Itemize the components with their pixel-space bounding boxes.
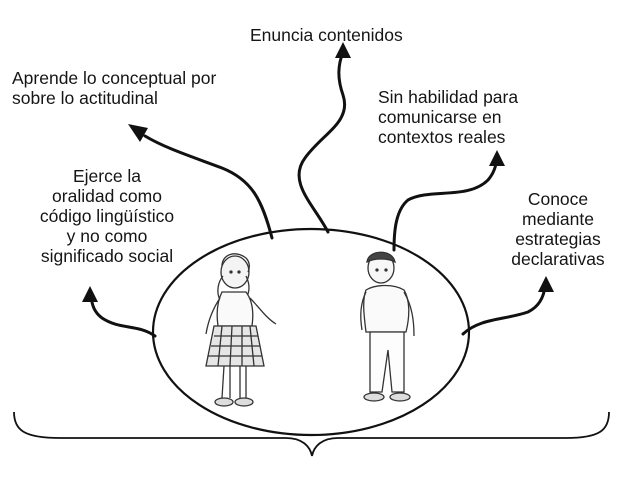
label-enuncia-contenidos: Enuncia contenidos <box>250 25 403 45</box>
arrow-conoce <box>461 284 547 336</box>
arrow-habilidad <box>392 156 499 252</box>
label-line: Aprende lo conceptual por <box>12 68 217 88</box>
arrow-aprende <box>143 134 274 240</box>
label-conoce-estrategias: Conoce mediante estrategias declarativas <box>500 189 616 269</box>
arrow-enuncia <box>297 50 347 234</box>
arrowhead-enuncia <box>335 42 351 58</box>
label-line: Conoce <box>527 189 589 209</box>
arrowhead-aprende <box>128 124 148 142</box>
label-line: mediante <box>522 209 594 229</box>
bottom-brace <box>13 411 610 457</box>
label-line: significado social <box>40 246 174 266</box>
arrowhead-conoce <box>538 276 554 292</box>
arrow-ejerce <box>89 294 157 338</box>
label-sin-habilidad: Sin habilidad para comunicarse en contex… <box>378 87 518 147</box>
label-line: Ejerce la <box>72 166 142 186</box>
arrowhead-ejerce <box>82 286 98 302</box>
label-line: Enuncia contenidos <box>250 25 403 45</box>
label-line: declarativas <box>511 249 605 269</box>
label-ejerce-oralidad: Ejerce la oralidad como código lingüísti… <box>32 166 182 266</box>
label-line: contextos reales <box>378 127 506 147</box>
boy-figure <box>360 251 415 402</box>
arrowhead-habilidad <box>489 150 505 166</box>
label-line: comunicarse en <box>378 107 502 127</box>
label-aprende-conceptual: Aprende lo conceptual por sobre lo actit… <box>12 68 216 108</box>
label-line: sobre lo actitudinal <box>12 88 158 108</box>
label-line: y no como <box>66 226 148 246</box>
label-line: oralidad como <box>52 186 162 206</box>
label-line: estrategias <box>515 229 601 249</box>
central-ellipse <box>151 227 471 437</box>
label-line: código lingüístico <box>39 206 175 226</box>
girl-figure <box>205 253 277 407</box>
label-line: Sin habilidad para <box>378 87 519 107</box>
